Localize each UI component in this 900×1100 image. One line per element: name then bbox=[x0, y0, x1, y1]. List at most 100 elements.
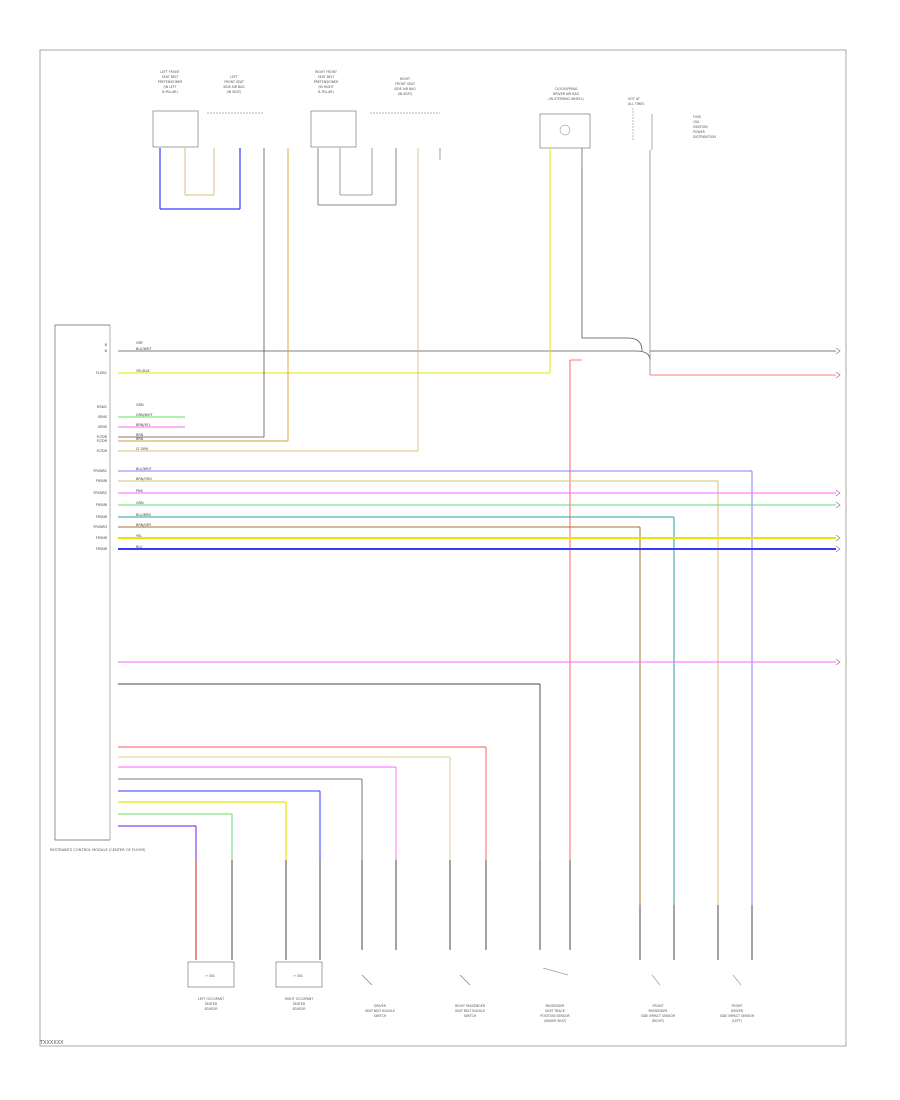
module-wire-color-label: BLU/BRN bbox=[136, 513, 151, 517]
svg-text:DRIVER AIR BAG: DRIVER AIR BAG bbox=[553, 92, 580, 96]
svg-text:SEAT BELT: SEAT BELT bbox=[162, 75, 178, 79]
module-wire-color-label: LT GRN bbox=[136, 447, 149, 451]
bottom-component-belt-buckle-rh: RIGHT PASSENGER SEAT BELT BUCKLE SWITCH bbox=[455, 1004, 486, 1018]
svg-text:(RIGHT): (RIGHT) bbox=[652, 1019, 664, 1023]
svg-text:SEAT BELT BUCKLE: SEAT BELT BUCKLE bbox=[365, 1009, 395, 1013]
svg-text:FRONT SEAT: FRONT SEAT bbox=[395, 82, 415, 86]
module-pin-label: B bbox=[105, 343, 108, 347]
svg-text:(IN SEAT): (IN SEAT) bbox=[398, 92, 413, 96]
bottom-component-seat-position: PASSENGER SEAT TRACK POSITION SENSOR (UN… bbox=[540, 1004, 570, 1023]
svg-text:PASSENGER: PASSENGER bbox=[648, 1009, 668, 1013]
svg-text:RIGHT OCCUPANT: RIGHT OCCUPANT bbox=[285, 997, 314, 1001]
module-pin-label: FRSNR bbox=[96, 479, 108, 483]
top-component-clock-spring: CLOCKSPRING DRIVER AIR BAG (IN STEERING … bbox=[539, 87, 591, 149]
module-pin-label: SENS bbox=[98, 415, 107, 419]
page-code: TXXXXXX bbox=[40, 1040, 64, 1046]
svg-text:SEAT BELT: SEAT BELT bbox=[318, 75, 334, 79]
svg-text:SEATED: SEATED bbox=[205, 1002, 218, 1006]
top-component-rh-seat-belt: RIGHT FRONT SEAT BELT PRETENSIONER (IN R… bbox=[310, 70, 357, 148]
svg-text:ALL TIMES: ALL TIMES bbox=[628, 102, 644, 106]
svg-text:SIDE IMPACT SENSOR: SIDE IMPACT SENSOR bbox=[641, 1014, 676, 1018]
svg-text:POSITION SENSOR: POSITION SENSOR bbox=[540, 1014, 570, 1018]
svg-text:PRETENSIONER: PRETENSIONER bbox=[158, 80, 183, 84]
svg-text:DRIVER: DRIVER bbox=[731, 1009, 744, 1013]
svg-text:SENSOR: SENSOR bbox=[292, 1007, 306, 1011]
module-pin-label: FRSNR1 bbox=[93, 469, 107, 473]
svg-text:SWITCH: SWITCH bbox=[464, 1014, 477, 1018]
module-wire-color-label: GRN/WHT bbox=[136, 413, 154, 417]
bottom-component-rh-occupant-sensor: + SW - RIGHT OCCUPANT SEATED SENSOR bbox=[275, 961, 323, 1011]
module-wire-color-label: YEL/BLK bbox=[136, 369, 150, 373]
restraints-module: RESTRAINTS CONTROL MODULE (CENTER OF FLO… bbox=[50, 324, 146, 852]
svg-text:FUSE: FUSE bbox=[693, 115, 701, 119]
svg-text:+ SW -: + SW - bbox=[205, 974, 216, 978]
svg-text:SEATED: SEATED bbox=[293, 1002, 306, 1006]
svg-text:SEAT TRACK: SEAT TRACK bbox=[545, 1009, 565, 1013]
module-pin-label: SENS bbox=[98, 425, 107, 429]
module-wire-color-label: YEL bbox=[136, 534, 142, 538]
svg-text:(IN SEAT): (IN SEAT) bbox=[227, 90, 242, 94]
module-pin-label: FRSNR2 bbox=[93, 491, 107, 495]
module-wire-color-label: GRY bbox=[136, 341, 144, 345]
svg-text:CLOCKSPRING: CLOCKSPRING bbox=[555, 87, 578, 91]
svg-text:RIGHT PASSENGER: RIGHT PASSENGER bbox=[455, 1004, 486, 1008]
right-edge-connectors bbox=[835, 347, 841, 666]
module-pin-label: FRSNR3 bbox=[93, 525, 107, 529]
svg-text:(UNDER SEAT): (UNDER SEAT) bbox=[544, 1019, 567, 1023]
module-wire-color-label: GRN bbox=[136, 403, 144, 407]
svg-text:IGNITION: IGNITION bbox=[693, 125, 708, 129]
svg-text:DISTRIBUTION: DISTRIBUTION bbox=[693, 135, 716, 139]
module-wire-color-label: BLU bbox=[136, 545, 143, 549]
module-pin-label: FRSNR bbox=[96, 503, 108, 507]
module-pin-label: FRSNR bbox=[96, 536, 108, 540]
module-pin-label: FLTDR bbox=[97, 435, 108, 439]
module-pin-label: FRSNR bbox=[96, 547, 108, 551]
module-pin-label: B bbox=[105, 349, 108, 353]
svg-text:PRETENSIONER: PRETENSIONER bbox=[314, 80, 339, 84]
top-component-fuse-block: HOT AT ALL TIMES FUSE 15A IGNITION POWER… bbox=[628, 97, 716, 150]
module-pin-label: FLTDR bbox=[97, 449, 108, 453]
module-pin-label: FRSNR bbox=[96, 515, 108, 519]
svg-text:DRIVER: DRIVER bbox=[374, 1004, 387, 1008]
svg-text:LEFT FRONT: LEFT FRONT bbox=[160, 70, 179, 74]
svg-text:PASSENGER: PASSENGER bbox=[545, 1004, 565, 1008]
svg-text:POWER: POWER bbox=[693, 130, 706, 134]
svg-text:FRONT: FRONT bbox=[653, 1004, 664, 1008]
svg-text:LEFT: LEFT bbox=[230, 75, 238, 79]
bottom-switch-symbols bbox=[361, 967, 742, 986]
top-connector-wires bbox=[159, 148, 397, 210]
bottom-component-belt-buckle-lh: DRIVER SEAT BELT BUCKLE SWITCH bbox=[365, 1004, 395, 1018]
bottom-component-rh-side-impact: FRONT DRIVER SIDE IMPACT SENSOR (LEFT) bbox=[720, 1004, 755, 1023]
top-component-lh-seat-belt: LEFT FRONT SEAT BELT PRETENSIONER (IN LE… bbox=[152, 70, 199, 148]
module-wire-color-label: GRN bbox=[136, 501, 144, 505]
module-wire-color-label: BLK/WHT bbox=[136, 347, 152, 351]
svg-text:HOT AT: HOT AT bbox=[628, 97, 640, 101]
svg-text:LEFT OCCUPANT: LEFT OCCUPANT bbox=[198, 997, 224, 1001]
module-wire-color-label: BRN/ORG bbox=[136, 477, 152, 481]
top-component-lh-seat-side: LEFT FRONT SEAT SIDE AIR BAG (IN SEAT) bbox=[207, 75, 263, 114]
module-pin-label: FLTDR bbox=[97, 439, 108, 443]
svg-text:(LEFT): (LEFT) bbox=[732, 1019, 742, 1023]
svg-text:RIGHT FRONT: RIGHT FRONT bbox=[315, 70, 337, 74]
module-wire-color-label: PNK bbox=[136, 489, 144, 493]
svg-text:SIDE IMPACT SENSOR: SIDE IMPACT SENSOR bbox=[720, 1014, 755, 1018]
module-wire-color-label: BRN/GRY bbox=[136, 523, 152, 527]
svg-text:B-PILLAR): B-PILLAR) bbox=[162, 90, 177, 94]
svg-text:(IN RIGHT: (IN RIGHT bbox=[318, 85, 334, 89]
harness-wires bbox=[118, 148, 836, 910]
svg-text:SWITCH: SWITCH bbox=[374, 1014, 387, 1018]
svg-text:FRONT: FRONT bbox=[732, 1004, 743, 1008]
module-pin-label: RSW1 bbox=[97, 405, 107, 409]
bottom-component-lh-side-impact: FRONT PASSENGER SIDE IMPACT SENSOR (RIGH… bbox=[641, 1004, 676, 1023]
svg-text:B-PILLAR): B-PILLAR) bbox=[318, 90, 333, 94]
bottom-component-lh-occupant-sensor: + SW - LEFT OCCUPANT SEATED SENSOR bbox=[187, 961, 235, 1011]
svg-text:SENSOR: SENSOR bbox=[204, 1007, 218, 1011]
svg-text:RIGHT: RIGHT bbox=[400, 77, 410, 81]
svg-text:SEAT BELT BUCKLE: SEAT BELT BUCKLE bbox=[455, 1009, 485, 1013]
svg-text:SIDE AIR BAG: SIDE AIR BAG bbox=[394, 87, 416, 91]
top-component-rh-seat-side: RIGHT FRONT SEAT SIDE AIR BAG (IN SEAT) bbox=[370, 77, 440, 114]
svg-text:(IN LEFT: (IN LEFT bbox=[163, 85, 176, 89]
bottom-connector-stubs bbox=[195, 860, 753, 960]
